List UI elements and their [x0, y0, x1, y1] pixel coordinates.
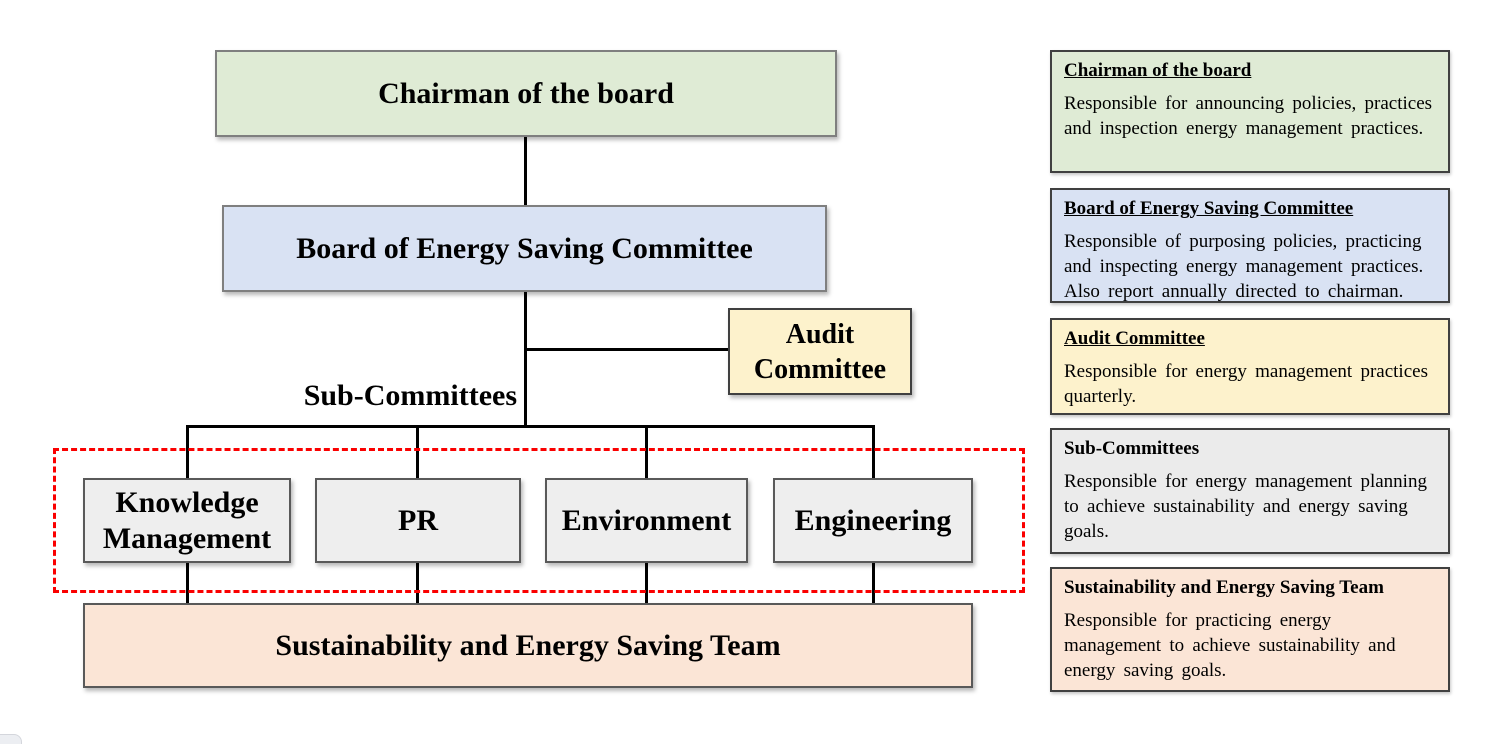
legend-chairman: Chairman of the board Responsible for an… — [1050, 50, 1450, 173]
node-pr: PR — [315, 478, 521, 563]
node-knowledge-management: Knowledge Management — [83, 478, 291, 563]
connector-rail-environment — [645, 425, 648, 478]
node-sustainability-energy-saving-team: Sustainability and Energy Saving Team — [83, 603, 973, 688]
legend-board: Board of Energy Saving Committee Respons… — [1050, 188, 1450, 303]
node-environment-label: Environment — [561, 503, 732, 537]
legend-audit-title: Audit Committee — [1064, 328, 1205, 349]
connector-board-subcommittees — [524, 292, 527, 428]
legend-team: Sustainability and Energy Saving Team Re… — [1050, 567, 1450, 692]
connector-board-audit — [525, 348, 728, 351]
legend-audit-body: Responsible for energy management practi… — [1064, 360, 1428, 407]
connector-rail-pr — [416, 425, 419, 478]
legend-sub-committees-title: Sub-Committees — [1064, 438, 1200, 459]
connector-engineering-team — [872, 563, 875, 603]
connector-rail-engineering — [872, 425, 875, 478]
node-board-label: Board of Energy Saving Committee — [296, 231, 753, 265]
connector-environment-team — [645, 563, 648, 603]
legend-sub-committees-body: Responsible for energy management planni… — [1064, 470, 1427, 542]
legend-audit: Audit Committee Responsible for energy m… — [1050, 318, 1450, 415]
connector-pr-team — [416, 563, 419, 603]
node-team-label: Sustainability and Energy Saving Team — [275, 628, 781, 662]
legend-team-title: Sustainability and Energy Saving Team — [1064, 577, 1384, 598]
legend-chairman-body: Responsible for announcing policies, pra… — [1064, 92, 1433, 139]
legend-team-body: Responsible for practicing energy manage… — [1064, 609, 1396, 681]
node-engineering: Engineering — [773, 478, 973, 563]
node-chairman-of-the-board: Chairman of the board — [215, 50, 837, 137]
legend-chairman-title: Chairman of the board — [1064, 60, 1252, 81]
node-board-of-energy-saving-committee: Board of Energy Saving Committee — [222, 205, 827, 292]
connector-knowledge-management-team — [186, 563, 189, 603]
corner-artifact — [0, 734, 22, 744]
node-knowledge-management-label: Knowledge Management — [102, 486, 272, 555]
sub-committees-group-outline — [53, 448, 1025, 593]
legend-board-body: Responsible of purposing policies, pract… — [1064, 230, 1424, 302]
connector-chairman-board — [524, 137, 527, 205]
legend-board-title: Board of Energy Saving Committee — [1064, 198, 1354, 219]
connector-subcommittee-rail — [186, 425, 875, 428]
node-environment: Environment — [545, 478, 748, 563]
legend-sub-committees: Sub-Committees Responsible for energy ma… — [1050, 428, 1450, 554]
connector-rail-knowledge-management — [186, 425, 189, 478]
node-engineering-label: Engineering — [794, 503, 952, 537]
node-pr-label: PR — [398, 503, 438, 537]
node-chairman-label: Chairman of the board — [378, 76, 674, 110]
sub-committees-caption: Sub-Committees — [303, 379, 517, 412]
node-audit-committee: Audit Committee — [728, 308, 912, 395]
node-audit-label: Audit Committee — [753, 318, 887, 385]
